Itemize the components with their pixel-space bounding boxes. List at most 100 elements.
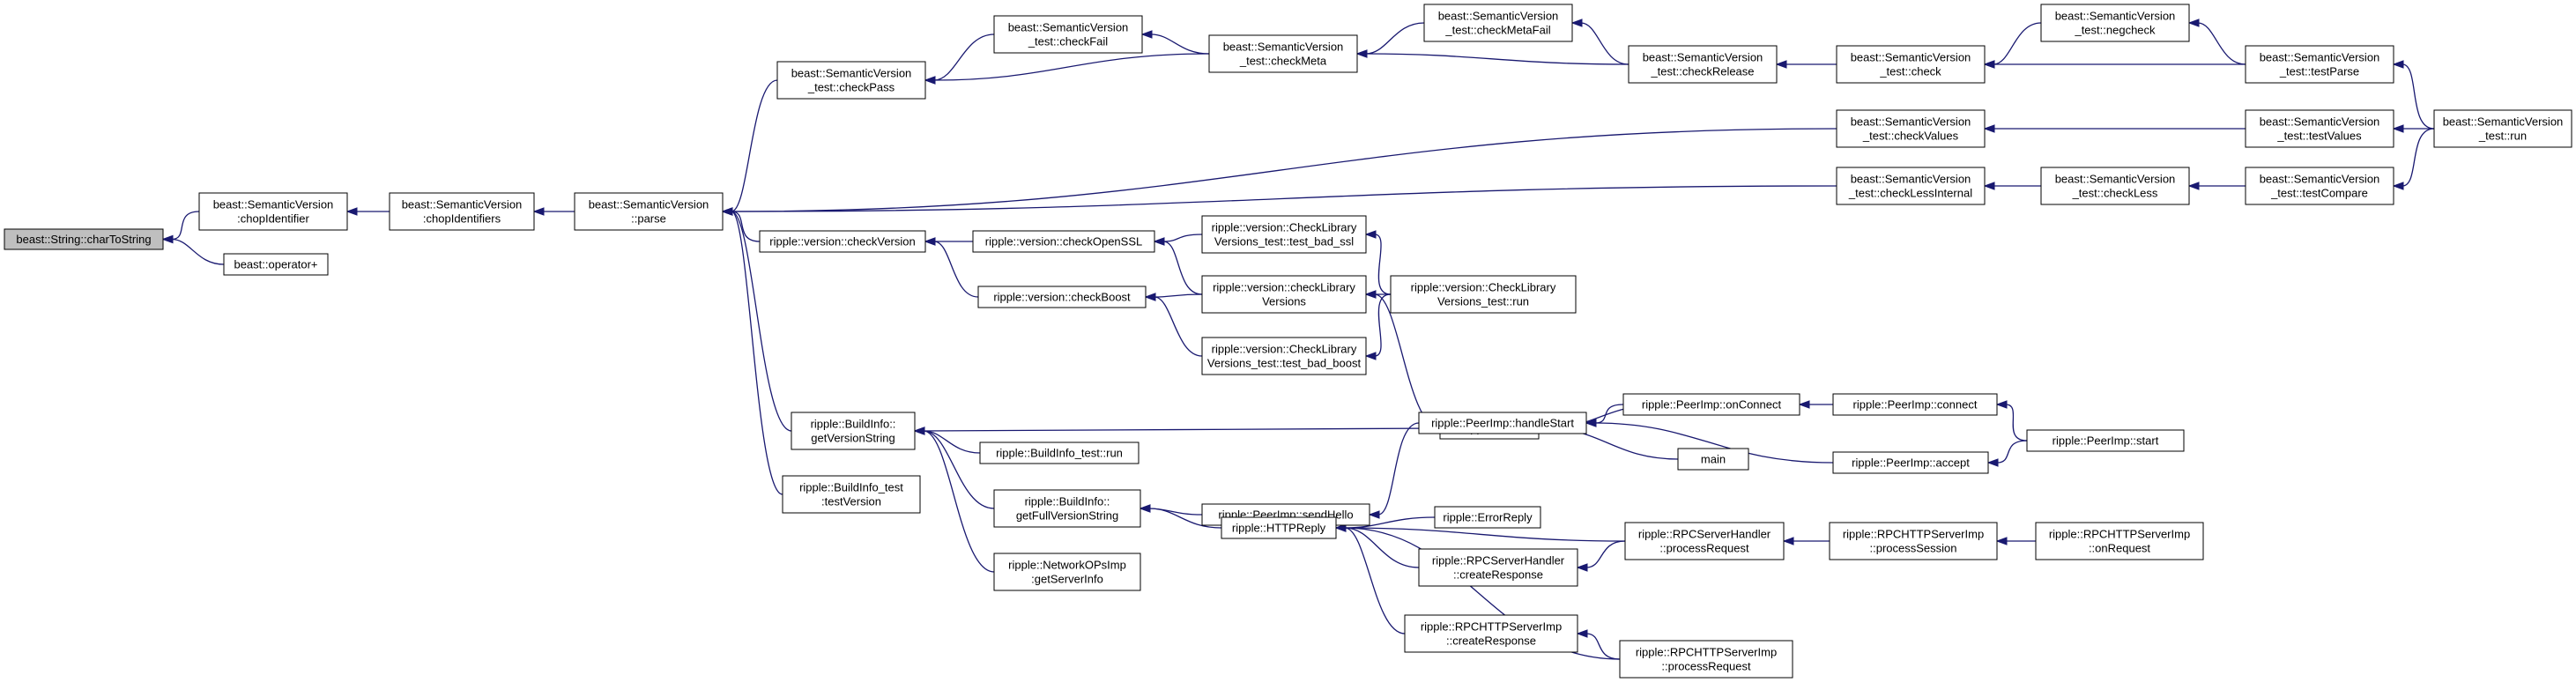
node-get-server-info[interactable]: ripple::NetworkOPsImp:getServerInfo — [993, 553, 1141, 591]
node-main[interactable]: main — [1677, 448, 1749, 471]
node-box[interactable] — [198, 192, 348, 231]
node-http-reply[interactable]: ripple::HTTPReply — [1221, 516, 1337, 539]
node-box[interactable] — [2433, 109, 2572, 148]
node-box[interactable] — [1201, 215, 1367, 254]
node-box[interactable] — [1836, 109, 1986, 148]
node-on-request[interactable]: ripple::RPCHTTPServerImp::onRequest — [2035, 522, 2204, 560]
node-parse[interactable]: beast::SemanticVersion::parse — [574, 192, 724, 231]
node-box[interactable] — [1836, 45, 1986, 84]
call-edges — [161, 19, 2435, 660]
node-test-bad-boost[interactable]: ripple::version::CheckLibraryVersions_te… — [1201, 337, 1367, 375]
node-check-boost[interactable]: ripple::version::checkBoost — [977, 286, 1147, 308]
node-box[interactable] — [1221, 516, 1337, 539]
node-check-less[interactable]: beast::SemanticVersion_test::checkLess — [2040, 167, 2190, 205]
node-box[interactable] — [1832, 451, 1989, 474]
node-check-fail[interactable]: beast::SemanticVersion_test::checkFail — [993, 15, 1143, 54]
node-sv-run[interactable]: beast::SemanticVersion_test::run — [2433, 109, 2572, 148]
node-rpc-create-response[interactable]: ripple::RPCServerHandler::createResponse — [1418, 548, 1578, 587]
node-label: ripple::BuildInfo_test — [799, 481, 903, 494]
call-edge-http-process-request-to-http-create-response — [1585, 633, 1621, 660]
node-box[interactable] — [972, 230, 1155, 253]
node-box[interactable] — [1836, 167, 1986, 205]
node-check-open-ssl[interactable]: ripple::version::checkOpenSSL — [972, 230, 1155, 253]
call-edge-check-less-internal-to-parse — [731, 185, 1837, 212]
node-chop-identifiers[interactable]: beast::SemanticVersion:chopIdentifiers — [389, 192, 535, 231]
node-label: beast::SemanticVersion — [1438, 10, 1559, 23]
node-test-compare[interactable]: beast::SemanticVersion_test::testCompare — [2245, 167, 2394, 205]
node-box[interactable] — [1418, 412, 1587, 434]
node-box[interactable] — [2040, 167, 2190, 205]
node-build-info-test-run[interactable]: ripple::BuildInfo_test::run — [979, 441, 1140, 464]
node-box[interactable] — [2245, 109, 2394, 148]
node-process-session[interactable]: ripple::RPCHTTPServerImp::processSession — [1829, 522, 1998, 560]
node-box[interactable] — [993, 15, 1143, 54]
node-box[interactable] — [776, 61, 926, 100]
node-box[interactable] — [1624, 522, 1785, 560]
node-box[interactable] — [1832, 393, 1998, 416]
node-box[interactable] — [782, 475, 921, 514]
node-start[interactable]: ripple::PeerImp::start — [2026, 429, 2185, 452]
node-box[interactable] — [1404, 614, 1578, 653]
node-label: _test::checkPass — [807, 81, 895, 94]
node-check-version[interactable]: ripple::version::checkVersion — [759, 230, 926, 253]
node-box[interactable] — [979, 441, 1140, 464]
node-box[interactable] — [1390, 275, 1577, 314]
node-on-connect[interactable]: ripple::PeerImp::onConnect — [1622, 393, 1800, 416]
node-label: beast::SemanticVersion — [2260, 115, 2380, 129]
node-chop-identifier[interactable]: beast::SemanticVersion:chopIdentifier — [198, 192, 348, 231]
node-box[interactable] — [1677, 448, 1749, 471]
node-label: ripple::RPCHTTPServerImp — [1843, 528, 1984, 541]
call-edge-check-release-to-check-meta-fail — [1580, 22, 1629, 65]
node-box[interactable] — [574, 192, 724, 231]
node-http-process-request[interactable]: ripple::RPCHTTPServerImp::processRequest — [1619, 640, 1793, 679]
node-get-full-version-string[interactable]: ripple::BuildInfo::getFullVersionString — [993, 489, 1141, 528]
node-http-create-response[interactable]: ripple::RPCHTTPServerImp::createResponse — [1404, 614, 1578, 653]
node-box[interactable] — [2245, 167, 2394, 205]
node-box[interactable] — [1622, 393, 1800, 416]
node-clv-test-run[interactable]: ripple::version::CheckLibraryVersions_te… — [1390, 275, 1577, 314]
node-box[interactable] — [1418, 548, 1578, 587]
node-box[interactable] — [1434, 506, 1541, 529]
node-check-values[interactable]: beast::SemanticVersion_test::checkValues — [1836, 109, 1986, 148]
node-box[interactable] — [1619, 640, 1793, 679]
node-box[interactable] — [1628, 45, 1778, 84]
node-box[interactable] — [2026, 429, 2185, 452]
node-test-parse[interactable]: beast::SemanticVersion_test::testParse — [2245, 45, 2394, 84]
node-label: beast::operator+ — [234, 258, 317, 271]
node-check-release[interactable]: beast::SemanticVersion_test::checkReleas… — [1628, 45, 1778, 84]
node-rpc-process-request[interactable]: ripple::RPCServerHandler::processRequest — [1624, 522, 1785, 560]
node-box[interactable] — [977, 286, 1147, 308]
node-box[interactable] — [2035, 522, 2204, 560]
node-box[interactable] — [2245, 45, 2394, 84]
arrowhead — [345, 207, 358, 216]
node-check-meta[interactable]: beast::SemanticVersion_test::checkMeta — [1208, 34, 1358, 73]
node-check-pass[interactable]: beast::SemanticVersion_test::checkPass — [776, 61, 926, 100]
node-get-version-string[interactable]: ripple::BuildInfo::getVersionString — [791, 412, 916, 450]
node-box[interactable] — [1201, 275, 1367, 314]
node-negcheck[interactable]: beast::SemanticVersion_test::negcheck — [2040, 4, 2190, 42]
node-accept[interactable]: ripple::PeerImp::accept — [1832, 451, 1989, 474]
node-box[interactable] — [389, 192, 535, 231]
node-build-info-test-version[interactable]: ripple::BuildInfo_test:testVersion — [782, 475, 921, 514]
node-label: ripple::BuildInfo:: — [1025, 495, 1110, 508]
node-connect[interactable]: ripple::PeerImp::connect — [1832, 393, 1998, 416]
node-check[interactable]: beast::SemanticVersion_test::check — [1836, 45, 1986, 84]
node-error-reply[interactable]: ripple::ErrorReply — [1434, 506, 1541, 529]
node-check-less-internal[interactable]: beast::SemanticVersion_test::checkLessIn… — [1836, 167, 1986, 205]
node-handle-start[interactable]: ripple::PeerImp::handleStart — [1418, 412, 1587, 434]
node-box[interactable] — [993, 489, 1141, 528]
node-box[interactable] — [1201, 337, 1367, 375]
node-box[interactable] — [2040, 4, 2190, 42]
node-box[interactable] — [223, 253, 329, 276]
node-box[interactable] — [1208, 34, 1358, 73]
node-check-meta-fail[interactable]: beast::SemanticVersion_test::checkMetaFa… — [1423, 4, 1573, 42]
node-box[interactable] — [993, 553, 1141, 591]
node-test-values[interactable]: beast::SemanticVersion_test::testValues — [2245, 109, 2394, 148]
node-box[interactable] — [791, 412, 916, 450]
node-box[interactable] — [1423, 4, 1573, 42]
node-operator-plus[interactable]: beast::operator+ — [223, 253, 329, 276]
node-test-bad-ssl[interactable]: ripple::version::CheckLibraryVersions_te… — [1201, 215, 1367, 254]
node-box[interactable] — [759, 230, 926, 253]
node-box[interactable] — [1829, 522, 1998, 560]
